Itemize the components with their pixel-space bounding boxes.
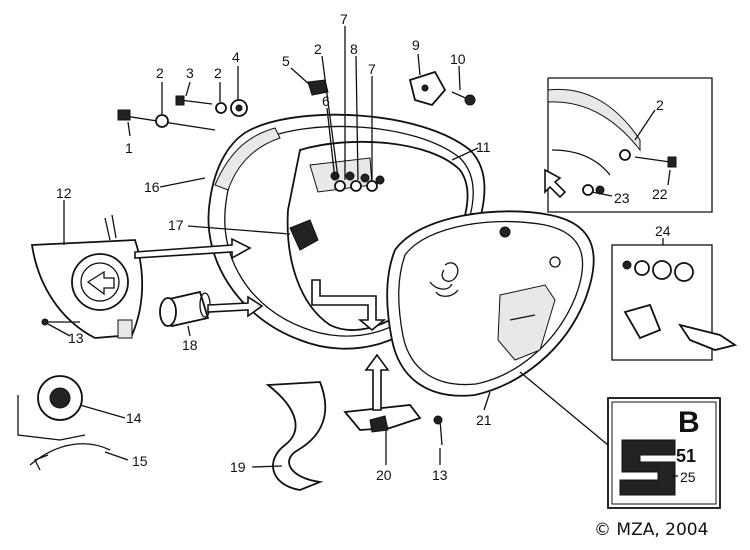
assembly-arrows (134, 168, 567, 411)
callout-2d: 2 (656, 97, 664, 113)
callout-4: 4 (232, 49, 240, 65)
callout-8: 8 (350, 41, 358, 57)
detail-inset (547, 77, 713, 213)
callout-24: 24 (655, 223, 671, 239)
callout-5: 5 (282, 53, 290, 69)
callout-9: 9 (412, 37, 420, 53)
callout-16: 16 (144, 179, 160, 195)
callout-10: 10 (450, 51, 466, 67)
callout-15: 15 (132, 453, 148, 469)
callout-13b: 13 (432, 467, 448, 483)
callout-11: 11 (476, 139, 491, 155)
side-cover-part-21 (386, 210, 595, 397)
callout-12: 12 (56, 185, 72, 201)
callout-2c: 2 (314, 41, 322, 57)
emblem-part-25 (607, 397, 721, 509)
callout-17: 17 (168, 217, 184, 233)
callout-25: 25 (680, 469, 696, 485)
small-parts (17, 70, 476, 491)
callout-2b: 2 (214, 65, 222, 81)
leader-lines (47, 26, 678, 477)
callout-19: 19 (230, 459, 246, 475)
copyright-text: © MZA, 2004 (594, 520, 708, 540)
emblem-number: 51 (676, 446, 696, 466)
callout-7b: 7 (368, 61, 376, 77)
callout-22: 22 (652, 186, 668, 202)
emblem-letter-b: B (678, 406, 700, 439)
callout-7a: 7 (340, 11, 348, 27)
callout-21: 21 (476, 412, 492, 428)
callout-2a: 2 (156, 65, 164, 81)
bracket-plate-part-12 (30, 214, 144, 339)
callout-23: 23 (614, 190, 630, 206)
callout-1: 1 (125, 140, 133, 156)
callout-3: 3 (186, 65, 194, 81)
callout-18: 18 (182, 337, 198, 353)
callout-14: 14 (126, 410, 142, 426)
callout-13a: 13 (68, 330, 84, 346)
callout-6: 6 (322, 93, 330, 109)
lock-inset-part-24 (611, 244, 738, 361)
callout-20: 20 (376, 467, 392, 483)
